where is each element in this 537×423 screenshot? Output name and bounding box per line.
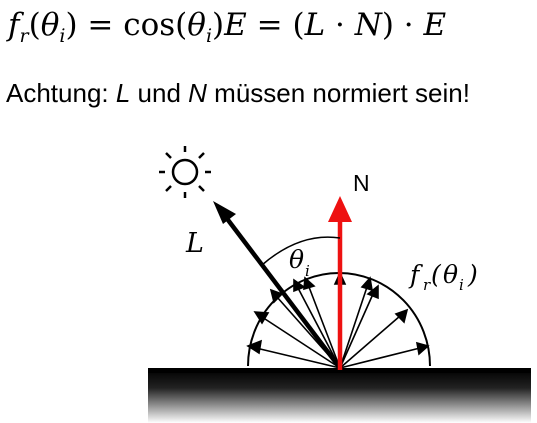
- note-prefix: Achtung:: [6, 78, 116, 108]
- label-L: L: [185, 228, 204, 259]
- formula-dot2: ·: [393, 7, 424, 43]
- formula-L: L: [304, 7, 326, 43]
- formula-eq1: =: [77, 7, 124, 43]
- normalization-note: Achtung: L und N müssen normiert sein!: [6, 78, 470, 109]
- formula-cos: cos: [123, 7, 176, 43]
- light-vector: [213, 201, 342, 370]
- formula-dot1: ·: [325, 7, 355, 43]
- note-mid: und: [130, 78, 189, 108]
- formula-close2: ): [212, 7, 225, 43]
- label-N: N: [353, 170, 370, 196]
- formula-f: f: [8, 7, 20, 43]
- label-f-sub: r: [423, 276, 431, 294]
- label-f-close: ): [467, 260, 478, 289]
- formula-open1: (: [28, 7, 41, 43]
- formula-close3: ): [381, 7, 394, 43]
- surface-top: [148, 368, 531, 373]
- sun-icon: [159, 146, 211, 198]
- label-theta-sub: i: [305, 262, 310, 280]
- formula-eq2: = (: [246, 7, 305, 43]
- brdf-formula: fr(θi) = cos(θi)E = (L · N) · E: [0, 0, 537, 50]
- normal-vector: [328, 196, 352, 370]
- formula-open2: (: [175, 7, 188, 43]
- label-f: f: [408, 260, 423, 289]
- formula-theta2-sub: i: [205, 25, 213, 48]
- formula-close1: ): [65, 7, 78, 43]
- note-L: L: [115, 78, 131, 108]
- label-f-theta-sub: i: [459, 276, 464, 294]
- formula-E2: E: [423, 7, 447, 43]
- surface: [148, 369, 531, 423]
- angle-arc: [261, 236, 341, 266]
- formula-f-sub: r: [19, 25, 29, 48]
- formula-N: N: [354, 7, 382, 43]
- note-N: N: [188, 78, 207, 108]
- formula-theta1: θ: [40, 7, 60, 43]
- label-brdf: f r ( θ i ): [408, 260, 478, 294]
- note-suffix: müssen normiert sein!: [206, 78, 470, 108]
- label-f-theta: θ: [443, 260, 458, 289]
- formula-E1: E: [224, 7, 247, 43]
- label-f-open: (: [431, 260, 442, 289]
- label-theta: θ: [289, 245, 304, 274]
- formula-theta2: θ: [187, 7, 206, 43]
- formula-theta1-sub: i: [59, 25, 66, 48]
